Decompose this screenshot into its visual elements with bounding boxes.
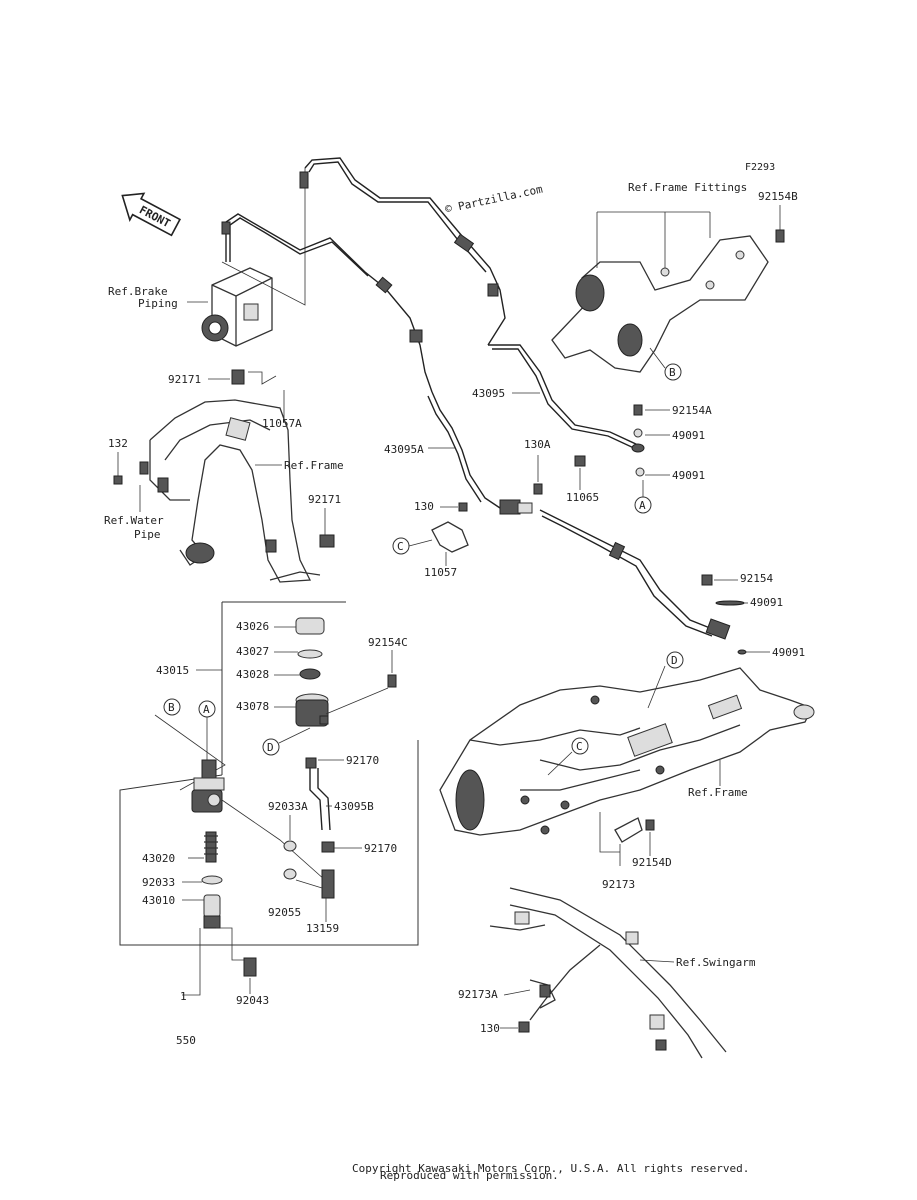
- part-92033: 92033: [142, 876, 175, 889]
- callout-c-left-label: C: [397, 540, 404, 553]
- callout-d-right: [666, 651, 684, 669]
- part-13159: 13159: [306, 922, 339, 935]
- part-132: 132: [108, 437, 128, 450]
- master-cylinder-group-box: [119, 601, 419, 946]
- brake-joint: [499, 483, 543, 515]
- reservoir-parts: [295, 617, 397, 727]
- page-number: 550: [176, 1034, 196, 1047]
- front-arrow-icon: FRONT: [121, 192, 182, 237]
- part-92173A: 92173A: [458, 988, 498, 1001]
- callout-b-top-label: B: [669, 366, 676, 379]
- clamp-92173: [614, 817, 655, 843]
- part-43026: 43026: [236, 620, 269, 633]
- part-43095: 43095: [472, 387, 505, 400]
- part-92033A: 92033A: [268, 800, 308, 813]
- grommet-11065: [574, 455, 586, 467]
- part-11057: 11057: [424, 566, 457, 579]
- part-11057A: 11057A: [262, 417, 302, 430]
- part-43027: 43027: [236, 645, 269, 658]
- diagram-id: F2293: [745, 162, 775, 173]
- part-49091-b: 49091: [672, 469, 705, 482]
- callout-b-top: [664, 363, 682, 381]
- part-43078: 43078: [236, 700, 269, 713]
- ref-frame-left: Ref.Frame: [284, 459, 344, 472]
- ref-brake-piping-2: Piping: [138, 297, 178, 310]
- part-92154B: 92154B: [758, 190, 798, 203]
- part-92170-a: 92170: [346, 754, 379, 767]
- frame-left-section: [139, 399, 335, 583]
- callout-b-left-label: B: [168, 701, 175, 714]
- callout-c-right: [571, 737, 589, 755]
- watermark: © Partzilla.com: [444, 182, 544, 215]
- frame-fitting-bracket: [551, 229, 785, 373]
- ref-frame-rear: Ref.Frame: [688, 786, 748, 799]
- part-11065: 11065: [566, 491, 599, 504]
- part-130-b: 130: [480, 1022, 500, 1035]
- callout-a-left-label: A: [203, 703, 210, 716]
- reservoir-hose: [283, 757, 335, 899]
- ref-brake-piping-1: Ref.Brake: [108, 285, 168, 298]
- swingarm-section: [489, 887, 727, 1059]
- footer-line-1: Copyright Kawasaki Motors Corp., U.S.A. …: [352, 1162, 749, 1175]
- callout-b-left: [163, 698, 181, 716]
- frame-rear-section: [439, 667, 815, 836]
- brake-pipes: [221, 157, 506, 393]
- part-92170-b: 92170: [364, 842, 397, 855]
- ref-swingarm: Ref.Swingarm: [676, 956, 756, 969]
- part-92043: 92043: [236, 994, 269, 1007]
- master-cylinder: [191, 759, 225, 929]
- callout-c-right-label: C: [576, 740, 583, 753]
- ref-frame-fittings: Ref.Frame Fittings: [628, 181, 747, 194]
- ref-water-pipe-2: Pipe: [134, 528, 161, 541]
- footer-line-2: Reproduced with permission.: [380, 1169, 559, 1182]
- part-43010: 43010: [142, 894, 175, 907]
- part-43095B: 43095B: [334, 800, 374, 813]
- part-92154C: 92154C: [368, 636, 408, 649]
- abs-hydraulic-unit: [201, 267, 273, 347]
- part-92154: 92154: [740, 572, 773, 585]
- bracket-11057: [431, 521, 469, 553]
- part-92055: 92055: [268, 906, 301, 919]
- bolt-92043: [243, 957, 257, 977]
- part-43015: 43015: [156, 664, 189, 677]
- part-43020: 43020: [142, 852, 175, 865]
- part-43028: 43028: [236, 668, 269, 681]
- part-92171-b: 92171: [308, 493, 341, 506]
- part-92154A: 92154A: [672, 404, 712, 417]
- part-130A: 130A: [524, 438, 551, 451]
- part-49091-a: 49091: [672, 429, 705, 442]
- ref-water-pipe-1: Ref.Water: [104, 514, 164, 527]
- part-43095A: 43095A: [384, 443, 424, 456]
- part-92171-a: 92171: [168, 373, 201, 386]
- part-49091-c: 49091: [750, 596, 783, 609]
- part-92154D: 92154D: [632, 856, 672, 869]
- callout-d-left-label: D: [267, 741, 274, 754]
- part-49091-d: 49091: [772, 646, 805, 659]
- part-92173: 92173: [602, 878, 635, 891]
- clamp-92171-a: [231, 369, 245, 385]
- callout-a-right-label: A: [639, 499, 646, 512]
- callout-d-right-label: D: [671, 654, 678, 667]
- part-1: 1: [180, 990, 187, 1003]
- banjo-fitting-upper: [631, 404, 645, 477]
- callout-d-left: [262, 738, 280, 756]
- part-130-a: 130: [414, 500, 434, 513]
